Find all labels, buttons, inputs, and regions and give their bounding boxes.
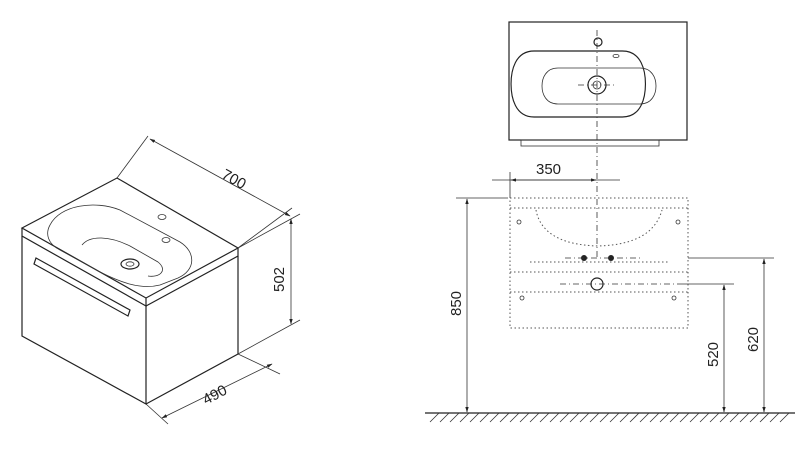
dimension-depth-label: 490 [200, 382, 230, 409]
dimension-drain-height: 520 [680, 283, 734, 413]
basin-drain [120, 258, 140, 270]
isometric-view: 700 502 490 [20, 135, 301, 425]
dimension-drain-height-label: 520 [705, 342, 722, 367]
tap-hole [157, 214, 167, 220]
front-view: 350 850 520 620 [425, 161, 795, 423]
dimension-pipe-height: 620 [688, 257, 774, 413]
dimension-offset-label: 350 [536, 161, 561, 178]
dimension-height: 502 [237, 213, 301, 355]
dimension-overall-height-label: 850 [448, 291, 465, 316]
dimension-width: 700 [116, 135, 293, 249]
overflow-hole [161, 237, 171, 243]
plan-tap-hole [593, 37, 603, 47]
drawer-handle [33, 257, 131, 317]
dimension-offset: 350 [492, 161, 620, 198]
floor [425, 412, 795, 423]
dimension-overall-height: 850 [448, 197, 508, 413]
dimension-height-label: 502 [271, 267, 288, 292]
dimension-pipe-height-label: 620 [745, 327, 762, 352]
dimension-depth: 490 [145, 353, 281, 425]
water-inlet-right [608, 255, 614, 261]
dimension-width-label: 700 [219, 166, 249, 193]
cabinet-side [145, 256, 239, 405]
vanity-top-surface [20, 177, 240, 299]
cabinet-front [21, 236, 147, 406]
plan-view [508, 21, 688, 260]
cabinet-front-outline [509, 197, 689, 329]
basin-outline [47, 204, 193, 287]
basin-plan-bowl [510, 50, 647, 118]
